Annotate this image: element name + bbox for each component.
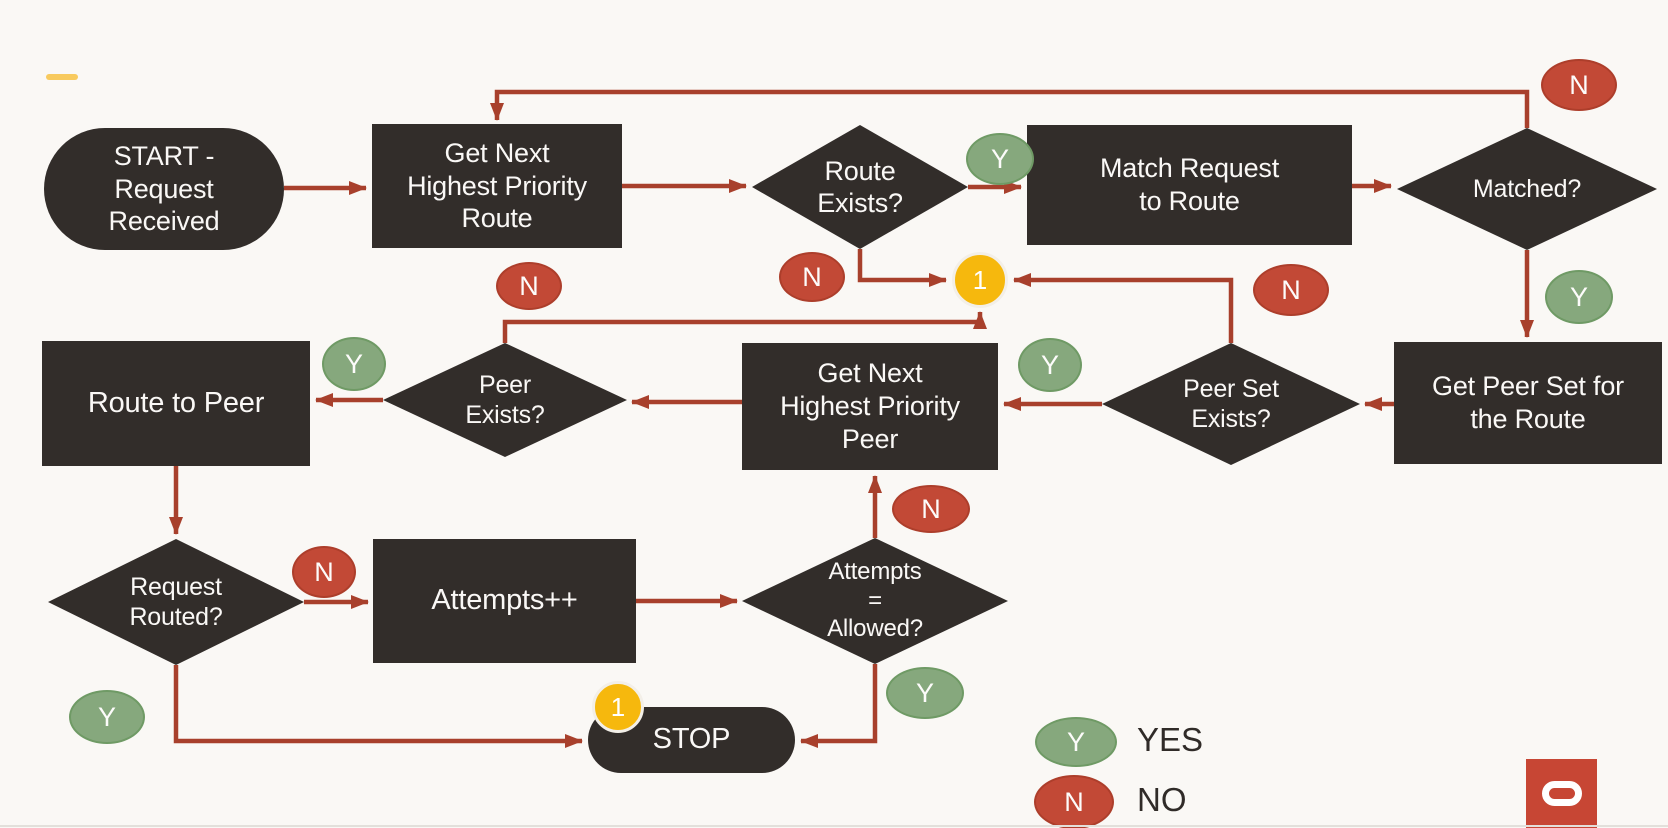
node-match-request: Match Request to Route bbox=[1027, 125, 1352, 245]
node-attempts-increment: Attempts++ bbox=[373, 539, 636, 663]
badge-yes-attempts-allowed: Y bbox=[886, 667, 964, 719]
node-get-next-peer: Get Next Highest Priority Peer bbox=[742, 343, 998, 470]
node-attempts-allowed-label: Attempts = Allowed? bbox=[827, 557, 923, 643]
badge-yes-matched: Y bbox=[1545, 270, 1613, 324]
node-start: START - Request Received bbox=[44, 128, 284, 250]
edge-matched-no-feedback bbox=[490, 89, 1530, 128]
connector-1-stop: 1 bbox=[592, 681, 644, 733]
node-route-to-peer: Route to Peer bbox=[42, 341, 310, 466]
node-peer-set-exists-label: Peer Set Exists? bbox=[1183, 375, 1279, 433]
node-request-routed-shape bbox=[48, 539, 304, 665]
node-peer-exists-shape bbox=[383, 343, 627, 457]
edge-peer-set-exists-no-to-connector1 bbox=[1013, 273, 1234, 343]
badge-no-peer-exists: N bbox=[496, 262, 562, 310]
badge-no-peer-set-exists: N bbox=[1253, 264, 1329, 316]
node-peer-exists-label: Peer Exists? bbox=[465, 371, 545, 429]
badge-no-request-routed: N bbox=[292, 546, 356, 598]
node-attempts-allowed-shape bbox=[742, 538, 1008, 664]
legend-yes-badge: Y bbox=[1035, 717, 1117, 767]
edges bbox=[169, 89, 1534, 748]
badge-no-matched: N bbox=[1541, 59, 1617, 111]
badge-no-attempts-allowed: N bbox=[892, 485, 970, 533]
badge-yes-peer-exists: Y bbox=[322, 337, 386, 391]
badge-yes-peer-set-exists: Y bbox=[1018, 338, 1082, 392]
badge-no-route-exists: N bbox=[779, 252, 845, 302]
badge-yes-route-exists: Y bbox=[966, 133, 1034, 185]
edge-peer-exists-no-to-connector1 bbox=[502, 311, 987, 343]
legend-no-badge: N bbox=[1034, 775, 1114, 828]
badge-yes-request-routed: Y bbox=[69, 690, 145, 744]
node-matched-shape bbox=[1397, 128, 1657, 250]
node-peer-set-exists-shape bbox=[1102, 343, 1360, 465]
oracle-logo-icon bbox=[1526, 759, 1597, 828]
legend-no-label: NO bbox=[1137, 781, 1187, 818]
edge-request-routed-yes-to-stop bbox=[173, 665, 583, 748]
node-route-exists-shape bbox=[752, 125, 968, 249]
accent-dash bbox=[46, 74, 78, 80]
edge-attempts-allowed-yes-to-stop bbox=[800, 664, 878, 748]
oracle-ring-icon bbox=[1541, 781, 1582, 806]
node-route-exists-label: Route Exists? bbox=[817, 155, 903, 218]
node-request-routed-label: Request Routed? bbox=[129, 573, 223, 631]
node-get-peer-set: Get Peer Set for the Route bbox=[1394, 342, 1662, 464]
connector-1-top: 1 bbox=[952, 252, 1008, 308]
edge-route-exists-no-to-connector1 bbox=[857, 249, 947, 287]
node-matched-label: Matched? bbox=[1472, 175, 1582, 203]
node-get-next-route: Get Next Highest Priority Route bbox=[372, 124, 622, 248]
legend-yes-label: YES bbox=[1137, 721, 1204, 758]
slide-bottom-edge bbox=[0, 825, 1668, 827]
